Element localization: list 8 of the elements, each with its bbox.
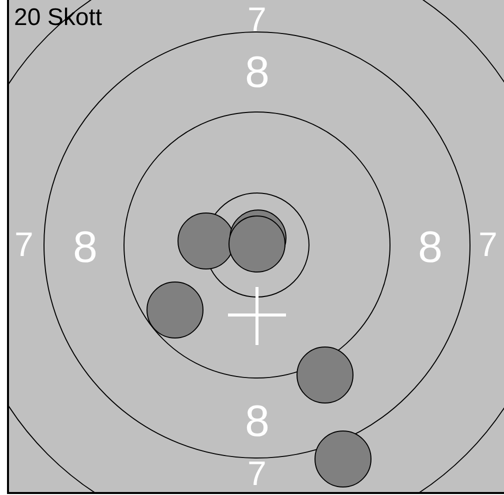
ring-number: 8 — [245, 400, 270, 444]
ring-number: 7 — [478, 228, 498, 262]
ring-number: 8 — [418, 226, 442, 270]
ring-number: 7 — [248, 457, 266, 491]
ring-number: 8 — [73, 226, 98, 270]
ring-number: 7 — [14, 228, 34, 262]
ring-number: 8 — [245, 51, 270, 95]
ring-number: 7 — [248, 3, 266, 37]
